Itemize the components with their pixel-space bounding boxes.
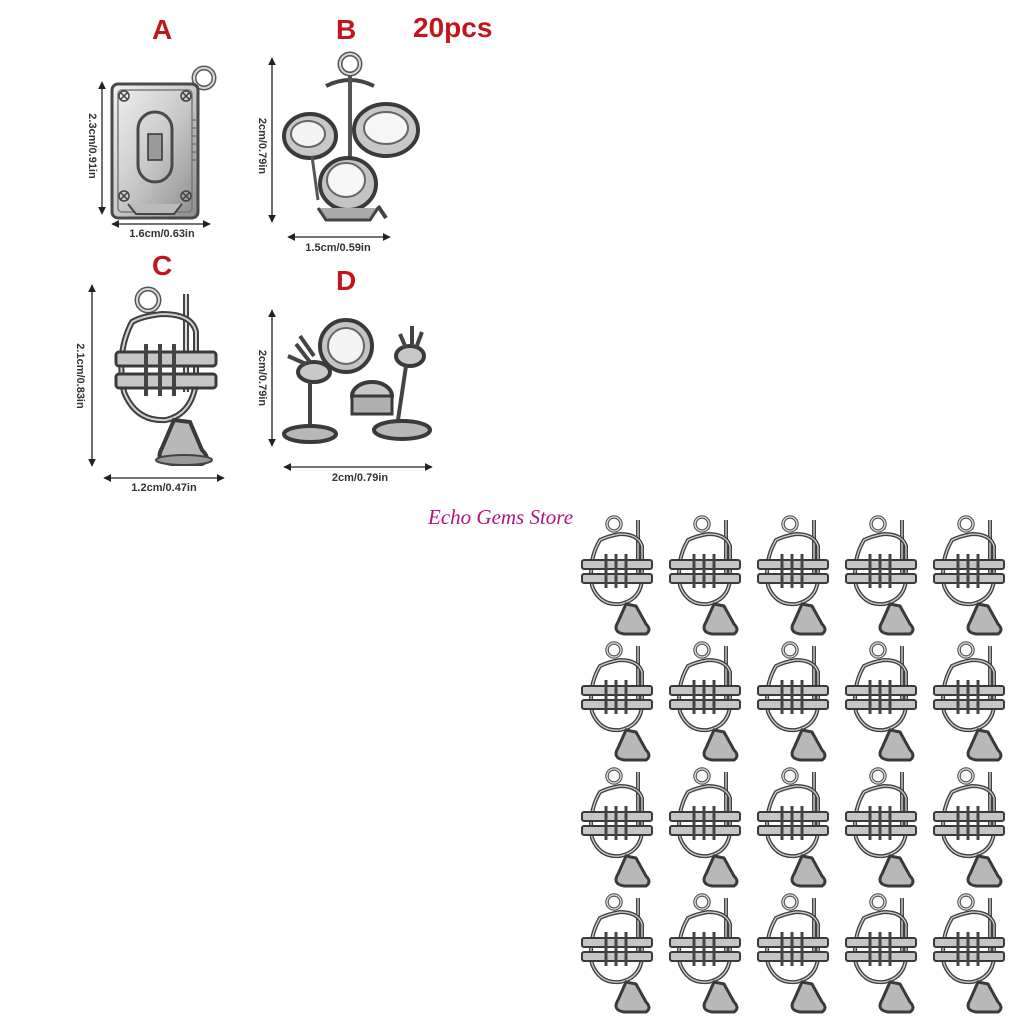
cassette-tape-charm <box>110 65 217 220</box>
dim-b-width: 1.5cm/0.59in <box>305 242 371 254</box>
quantity-label: 20pcs <box>413 12 493 43</box>
grid-trumpet-charm <box>756 515 830 636</box>
grid-trumpet-charm <box>668 893 742 1014</box>
trumpet-charm-grid <box>580 515 1006 1014</box>
grid-trumpet-charm <box>756 641 830 762</box>
grid-trumpet-charm <box>668 515 742 636</box>
grid-trumpet-charm <box>932 641 1006 762</box>
grid-trumpet-charm <box>668 767 742 888</box>
dim-d-width: 2cm/0.79in <box>331 472 389 484</box>
grid-trumpet-charm <box>844 893 918 1014</box>
grid-trumpet-charm <box>668 641 742 762</box>
dim-a-width: 1.6cm/0.63in <box>129 228 195 240</box>
grid-trumpet-charm <box>580 893 654 1014</box>
style-letter-b: B <box>336 14 357 45</box>
grid-trumpet-charm <box>844 767 918 888</box>
grid-trumpet-charm <box>756 767 830 888</box>
dim-d-height: 2cm/0.79in <box>256 349 268 407</box>
style-letter-a: A <box>152 14 173 45</box>
drum-kit-charm <box>282 51 420 222</box>
dim-a-height: 2.3cm/0.91in <box>86 113 98 179</box>
grid-trumpet-charm <box>932 893 1006 1014</box>
dim-c-width: 1.2cm/0.47in <box>131 482 197 494</box>
grid-trumpet-charm <box>844 515 918 636</box>
grid-trumpet-charm <box>580 641 654 762</box>
grid-trumpet-charm <box>932 767 1006 888</box>
grid-trumpet-charm <box>844 641 918 762</box>
grid-trumpet-charm <box>580 767 654 888</box>
grid-trumpet-charm <box>580 515 654 636</box>
store-name: Echo Gems Store <box>428 505 574 529</box>
grid-trumpet-charm <box>756 893 830 1014</box>
drum-set-charm <box>282 318 432 444</box>
grid-trumpet-charm <box>932 515 1006 636</box>
dim-b-height: 2cm/0.79in <box>256 117 268 175</box>
dim-c-height: 2.1cm/0.83in <box>74 343 86 409</box>
style-letter-c: C <box>152 250 173 281</box>
trumpet-charm <box>114 286 218 466</box>
style-letter-d: D <box>336 265 357 296</box>
